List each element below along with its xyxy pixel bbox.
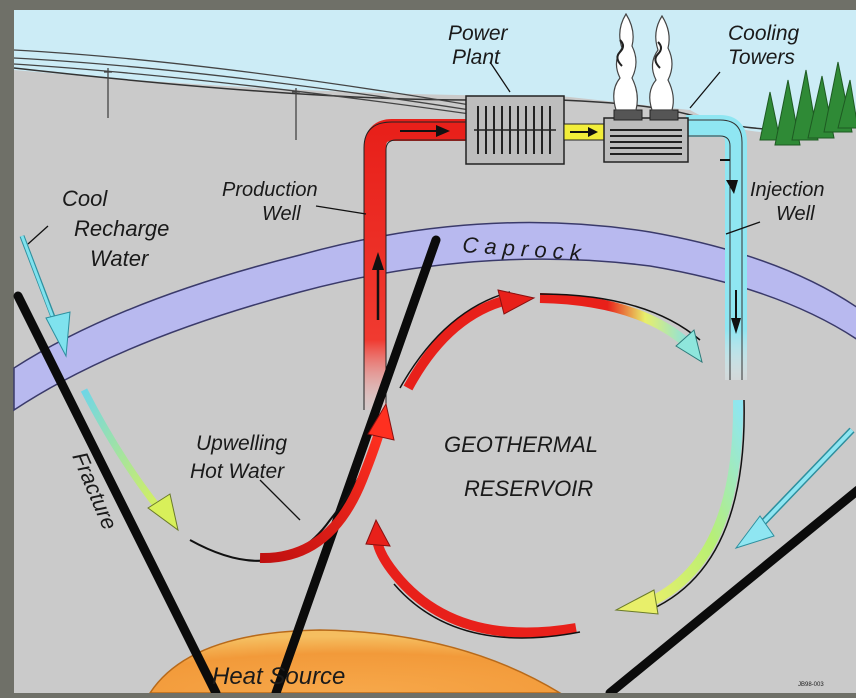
sky — [14, 10, 856, 133]
reservoir-circulation — [365, 289, 745, 639]
production-well-label-line1: Production — [222, 179, 318, 201]
injection-well — [686, 115, 747, 380]
cool-recharge-label-line2: Recharge — [74, 216, 169, 241]
power-plant-label-line2: Plant — [452, 46, 501, 69]
right-recharge-flow — [734, 427, 855, 549]
caprock-layer — [13, 221, 856, 412]
production-well — [363, 119, 468, 410]
corner-code: JB98-003 — [798, 682, 824, 688]
cooling-towers — [603, 109, 689, 163]
heat-source — [148, 629, 563, 694]
power-plant-label-line1: Power — [448, 22, 509, 45]
injection-well-label-line2: Well — [776, 203, 815, 225]
steam-plumes — [613, 12, 674, 111]
leader-lines — [27, 61, 761, 521]
forest — [759, 61, 856, 146]
upwelling-flow — [189, 402, 395, 564]
upwelling-label-line2: Hot Water — [190, 460, 285, 483]
heat-source-label: Heat Source — [212, 663, 345, 690]
reservoir-label-line2: RESERVOIR — [464, 476, 593, 501]
upwelling-label-line1: Upwelling — [196, 432, 287, 455]
fractures — [13, 235, 856, 698]
plant-connector — [563, 123, 605, 141]
power-lines — [13, 49, 471, 140]
power-plant — [465, 95, 565, 165]
cool-recharge-label-line3: Water — [90, 246, 150, 271]
injection-well-label-line1: Injection — [750, 179, 825, 201]
cooling-towers-label-line1: Cooling — [728, 22, 800, 45]
production-well-label-line2: Well — [262, 203, 301, 225]
reservoir-label-line1: GEOTHERMAL — [444, 432, 598, 457]
cooling-towers-label-line2: Towers — [728, 46, 795, 69]
ground-surface — [13, 67, 856, 131]
recharge-flow — [19, 235, 179, 532]
cool-recharge-label-line1: Cool — [62, 186, 108, 211]
